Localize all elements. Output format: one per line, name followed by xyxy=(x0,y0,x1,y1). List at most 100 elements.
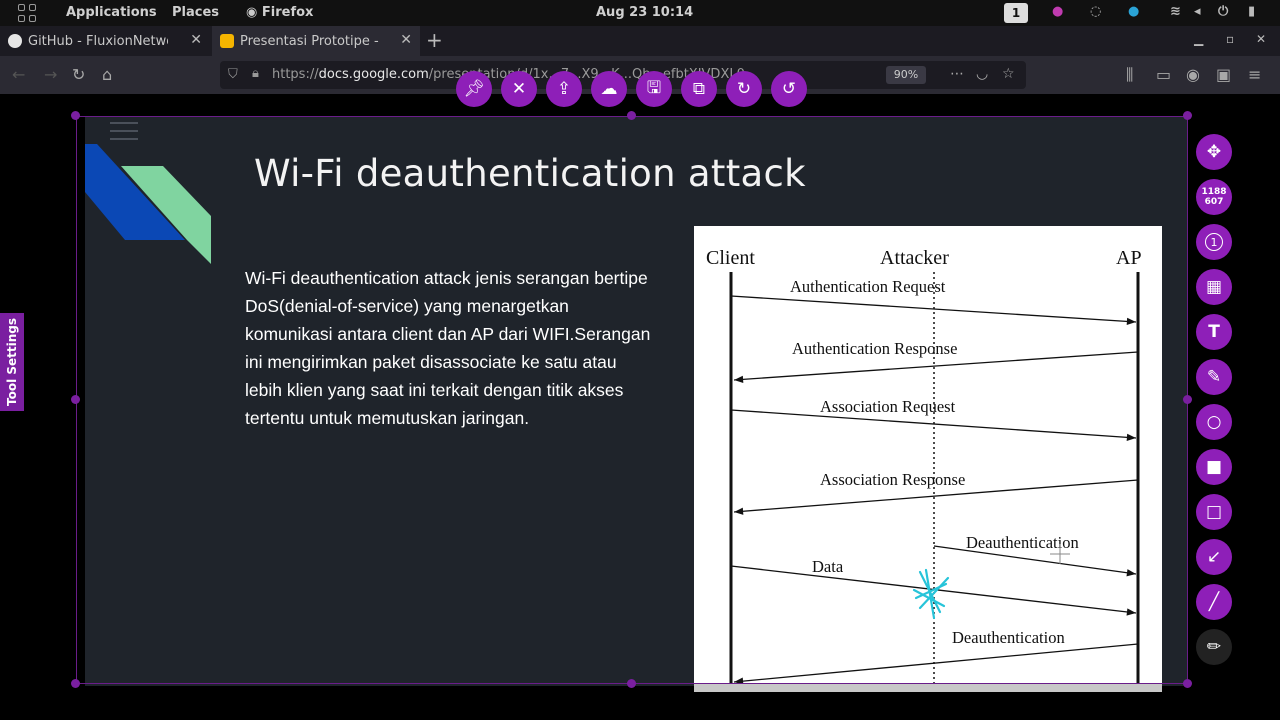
tray-app-icon[interactable]: ● xyxy=(1052,4,1064,19)
resize-handle-left[interactable] xyxy=(71,395,80,404)
open-in-app-button[interactable]: ⇪ xyxy=(546,71,582,107)
save-button[interactable]: 🖫 xyxy=(636,71,672,107)
undo-icon: ↺ xyxy=(781,79,797,99)
pencil-icon: ✏ xyxy=(1206,637,1222,657)
arrow-tool-button[interactable]: ↙ xyxy=(1196,539,1232,575)
pocket-icon[interactable]: ◡ xyxy=(976,66,989,82)
msg-assoc-response-arrow xyxy=(733,479,1139,515)
volume-icon[interactable]: ◂ xyxy=(1194,4,1201,19)
open-in-window-icon: ⇪ xyxy=(556,79,572,99)
text-tool-button[interactable]: T xyxy=(1196,314,1232,350)
redo-button[interactable]: ↻ xyxy=(726,71,762,107)
zoom-level[interactable]: 90% xyxy=(886,66,926,84)
tab-strip: GitHub - FluxionNetwork ✕ Presentasi Pro… xyxy=(0,26,1280,56)
exit-capture-button[interactable]: ✕ xyxy=(501,71,537,107)
actor-attacker-label: Attacker xyxy=(880,247,949,269)
counter-tool-button[interactable]: 1 xyxy=(1196,224,1232,260)
resize-handle-right[interactable] xyxy=(1183,395,1192,404)
resize-handle-top[interactable] xyxy=(627,111,636,120)
resize-handle-bottom-left[interactable] xyxy=(71,679,80,688)
deauth-sequence-diagram[interactable]: Client Attacker AP Authentication Reques… xyxy=(694,226,1162,692)
redo-icon: ↻ xyxy=(736,79,752,99)
home-icon[interactable]: ⌂ xyxy=(102,65,113,84)
back-icon[interactable]: ← xyxy=(12,65,26,84)
actor-client-label: Client xyxy=(706,247,755,269)
window-close-icon[interactable]: ✕ xyxy=(1256,32,1267,46)
cloud-upload-icon: ☁ xyxy=(600,79,618,99)
close-tab-icon[interactable]: ✕ xyxy=(400,32,412,48)
reload-icon[interactable]: ↻ xyxy=(72,65,86,84)
pixelate-tool-button[interactable]: ▦ xyxy=(1196,269,1232,305)
tool-settings-tab[interactable]: Tool Settings xyxy=(0,313,24,411)
tracking-shield-icon[interactable]: ⛉ xyxy=(228,67,238,82)
msg-deauth-to-ap-label: Deauthentication xyxy=(966,533,1079,552)
slides-icon xyxy=(220,34,234,48)
app-name: Firefox xyxy=(261,5,314,20)
clock[interactable]: Aug 23 10:14 xyxy=(596,5,694,20)
lock-icon[interactable]: 🔒︎ xyxy=(252,66,259,81)
maximize-icon[interactable]: ▫ xyxy=(1226,32,1235,46)
hamburger-menu-icon[interactable]: ≡ xyxy=(1248,65,1262,84)
resize-handle-top-left[interactable] xyxy=(71,111,80,120)
tab-title: GitHub - FluxionNetwork xyxy=(28,33,168,49)
msg-auth-response-label: Authentication Response xyxy=(792,339,957,358)
filled-rect-icon: ■ xyxy=(1205,457,1223,477)
firefox-app-menu[interactable]: ◉ Firefox xyxy=(246,5,313,20)
bookmark-star-icon[interactable]: ☆ xyxy=(1002,66,1015,82)
tray-telegram-icon[interactable]: ● xyxy=(1128,4,1140,19)
tray-vpn-icon[interactable]: ◌ xyxy=(1090,4,1102,19)
power-icon[interactable]: ⏻ xyxy=(1218,4,1229,19)
rect-icon: □ xyxy=(1205,502,1223,522)
move-selection-button[interactable]: ✥ xyxy=(1196,134,1232,170)
upload-button[interactable]: ☁ xyxy=(591,71,627,107)
account-icon[interactable]: ◉ xyxy=(1186,65,1200,84)
battery-icon[interactable]: ▮ xyxy=(1248,4,1256,19)
library-icon[interactable]: ⫼ xyxy=(1126,65,1134,84)
gnome-top-bar: Applications Places ◉ Firefox Aug 23 10:… xyxy=(0,0,1280,26)
msg-assoc-request-label: Association Request xyxy=(820,397,956,416)
tab-presentation[interactable]: Presentasi Prototipe - Go ✕ xyxy=(212,26,420,56)
marker-tool-button[interactable]: ✎ xyxy=(1196,359,1232,395)
rectangle-tool-button[interactable]: □ xyxy=(1196,494,1232,530)
resize-handle-top-right[interactable] xyxy=(1183,111,1192,120)
pencil-tool-button[interactable]: ✏ xyxy=(1196,629,1232,665)
slide-title[interactable]: Wi-Fi deauthentication attack xyxy=(254,152,806,195)
msg-deauth-to-client-label: Deauthentication xyxy=(952,628,1065,647)
slide-body-text[interactable]: Wi-Fi deauthentication attack jenis sera… xyxy=(245,268,651,428)
undo-button[interactable]: ↺ xyxy=(771,71,807,107)
app-grid-icon[interactable] xyxy=(18,4,36,22)
extensions-icon[interactable]: ▣ xyxy=(1216,65,1232,84)
slides-menu-icon[interactable] xyxy=(110,122,138,146)
places-menu[interactable]: Places xyxy=(172,5,220,20)
circle-tool-button[interactable]: ○ xyxy=(1196,404,1232,440)
msg-deauth-to-ap-arrow xyxy=(933,545,1137,577)
github-icon xyxy=(8,34,22,48)
save-icon: 🖫 xyxy=(646,77,662,98)
tab-github[interactable]: GitHub - FluxionNetwork ✕ xyxy=(0,26,210,56)
minimize-icon[interactable]: ▁ xyxy=(1194,32,1204,46)
msg-data-label: Data xyxy=(812,557,844,576)
sidebar-icon[interactable]: ▭ xyxy=(1156,65,1172,84)
line-tool-button[interactable]: ╱ xyxy=(1196,584,1232,620)
close-icon: ✕ xyxy=(511,79,527,99)
pin-button[interactable]: 📌︎ xyxy=(456,71,492,107)
new-tab-icon[interactable]: + xyxy=(426,28,443,52)
slide-decoration xyxy=(85,144,211,264)
resize-handle-bottom[interactable] xyxy=(627,679,636,688)
msg-deauth-to-client-arrow xyxy=(733,643,1139,685)
workspace-indicator[interactable]: 1 xyxy=(1004,3,1028,23)
page-actions-icon[interactable]: ⋯ xyxy=(950,66,964,82)
resize-handle-bottom-right[interactable] xyxy=(1183,679,1192,688)
msg-assoc-request-arrow xyxy=(730,409,1137,442)
close-tab-icon[interactable]: ✕ xyxy=(190,32,202,48)
applications-menu[interactable]: Applications xyxy=(66,5,157,20)
forward-icon[interactable]: → xyxy=(44,65,58,84)
firefox-icon: ◉ xyxy=(246,5,258,20)
wifi-icon[interactable]: ≋ xyxy=(1170,4,1181,19)
deco-green-shape xyxy=(121,166,211,264)
filled-rectangle-tool-button[interactable]: ■ xyxy=(1196,449,1232,485)
pixelate-icon: ▦ xyxy=(1205,277,1223,297)
copy-clipboard-button[interactable]: ⧉ xyxy=(681,71,717,107)
